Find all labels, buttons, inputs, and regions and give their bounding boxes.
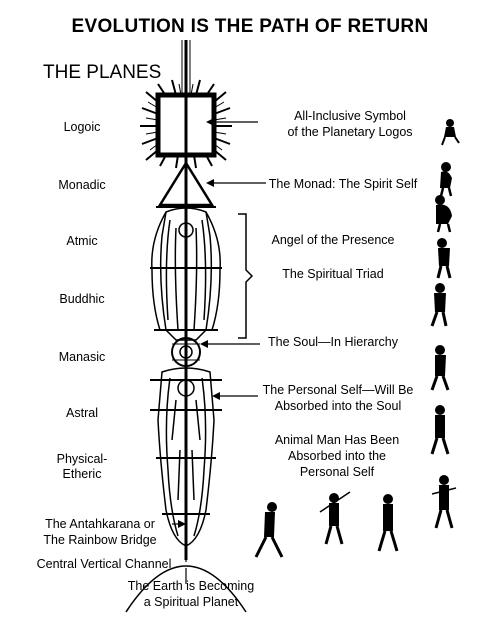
angel-figure [150,207,222,341]
figure-6 [430,345,450,391]
figure-2 [439,162,453,197]
annotation-animal-man: Animal Man Has Been Absorbed into the Pe… [274,433,400,479]
figure-7 [430,405,450,455]
earth-arc [125,565,247,613]
figure-5 [430,283,448,327]
annotation-planetary-logos: All-Inclusive Symbol of the Planetary Lo… [287,109,413,139]
soul-rosette [171,337,201,367]
figure-11 [254,502,284,558]
plane-label-manasic: Manasic [58,350,106,364]
figure-3 [435,195,452,233]
triad-bracket [238,213,254,339]
figure-9 [377,494,399,552]
monad-triangle [156,160,216,208]
figure-4 [436,238,452,279]
plane-label-astral: Astral [66,406,98,420]
annotation-soul: The Soul—In Hierarchy [268,335,398,349]
planes-heading: THE PLANES [43,62,162,83]
annotation-angel-of-presence: Angel of the Presence [271,233,395,247]
evolution-figures [254,119,460,558]
diagram-title: EVOLUTION IS THE PATH OF RETURN [71,16,429,37]
plane-label-physical-etheric: Physical- Etheric [56,452,108,481]
annotation-monad: The Monad: The Spirit Self [268,177,418,191]
personal-self-figure [150,367,222,547]
annotation-spiritual-triad: The Spiritual Triad [282,267,384,281]
plane-label-monadic: Monadic [58,178,106,192]
plane-label-atmic: Atmic [66,234,98,248]
annotation-personal-self: The Personal Self—Will Be Absorbed into … [262,383,414,413]
plane-label-buddhic: Buddhic [59,292,105,306]
figure-1 [441,119,460,146]
annotation-antahkarana: The Antahkarana or The Rainbow Bridge [43,517,157,547]
figure-8 [431,475,457,529]
figure-10 [319,491,351,545]
plane-label-logoic: Logoic [63,120,101,134]
annotation-central-channel: Central Vertical Channel [36,557,172,571]
